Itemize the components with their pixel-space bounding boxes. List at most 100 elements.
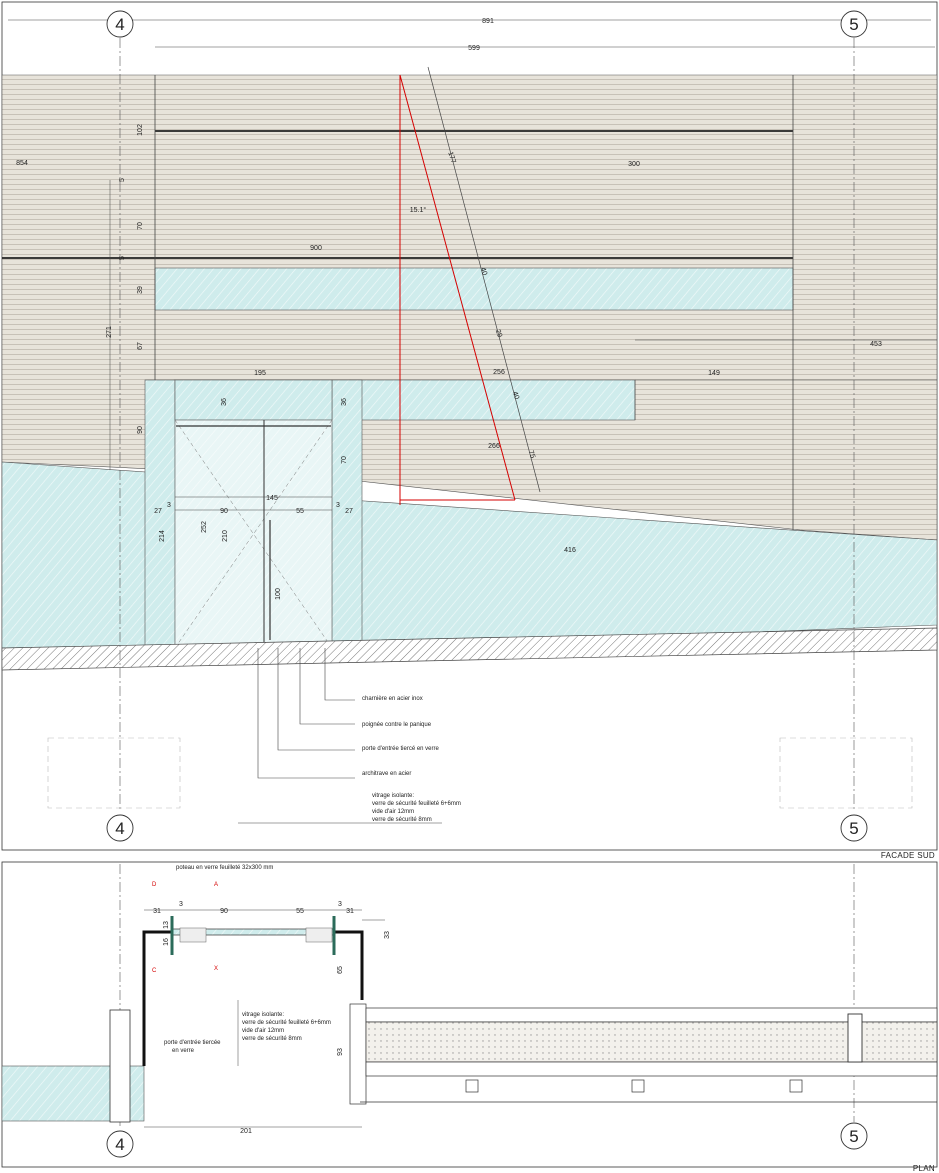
plan-door-hinge-left bbox=[179, 927, 207, 943]
slope-dimension-line bbox=[427, 66, 541, 493]
svg-text:5: 5 bbox=[849, 15, 858, 34]
plan-note-glazing-3: verre de sécurité 8mm bbox=[242, 1036, 302, 1042]
dim-door-left: 90 bbox=[220, 508, 228, 515]
axis-bubble-5-bottom: 5 bbox=[840, 814, 868, 842]
plan-mark-d: D bbox=[152, 882, 157, 888]
red-construction-diagonal bbox=[399, 74, 516, 501]
dim-v90: 90 bbox=[137, 426, 144, 434]
elevation-title: FACADE SUD bbox=[881, 851, 935, 860]
plan-note-post: poteau en verre feuilleté 32x300 mm bbox=[176, 865, 273, 871]
leader-hinge bbox=[324, 648, 355, 701]
axis-bubble-5-top: 5 bbox=[840, 10, 868, 38]
dim-side-27b: 27 bbox=[345, 508, 353, 515]
plan-column-left bbox=[109, 1009, 131, 1123]
plan-dim-31b: 31 bbox=[346, 908, 354, 915]
dim-door-right: 55 bbox=[296, 508, 304, 515]
note-handle: poignée contre le panique bbox=[362, 722, 432, 728]
plan-wall-left bbox=[142, 930, 172, 1066]
dim-v214: 214 bbox=[159, 530, 166, 542]
dim-slope-40a: 40 bbox=[479, 267, 488, 277]
axis-bubble-4-top: 4 bbox=[106, 10, 134, 38]
note-glazing-2: vide d'air 12mm bbox=[372, 809, 414, 815]
dim-slope-266: 266 bbox=[488, 443, 500, 450]
dim-v5b: 5 bbox=[119, 256, 126, 260]
glass-band-upper bbox=[154, 267, 794, 311]
plan-dim-13: 13 bbox=[163, 921, 170, 929]
angle-label: 15.1° bbox=[410, 206, 427, 214]
ground-section bbox=[1, 627, 938, 671]
entry-transom bbox=[174, 379, 333, 421]
note-glazing-1: verre de sécurité feuilleté 6+6mm bbox=[372, 801, 461, 807]
dim-door-total: 145 bbox=[266, 495, 278, 502]
note-glazing-title: vitrage isolante: bbox=[372, 793, 414, 799]
svg-text:5: 5 bbox=[849, 819, 858, 838]
dim-side-3b: 3 bbox=[336, 502, 340, 509]
leader-handle bbox=[299, 648, 355, 725]
dim-side-3a: 3 bbox=[167, 502, 171, 509]
plan-wall-inner-leaf bbox=[365, 1061, 938, 1077]
dim-slope-256: 256 bbox=[493, 369, 505, 376]
plan-mark-x: X bbox=[214, 966, 218, 972]
dim-side-27a: 27 bbox=[154, 508, 162, 515]
dim-left-height: 854 bbox=[16, 160, 28, 167]
plan-dim-3b: 3 bbox=[338, 901, 342, 908]
dim-right-top: 300 bbox=[628, 161, 640, 168]
dim-right-mid: 453 bbox=[870, 341, 882, 348]
entry-door-panel bbox=[174, 419, 333, 649]
dim-v5a: 5 bbox=[119, 178, 126, 182]
plan-joist-1 bbox=[465, 1079, 479, 1093]
plan-note-glazing-1: verre de sécurité feuilleté 6+6mm bbox=[242, 1020, 331, 1026]
plan-dim-55: 55 bbox=[296, 908, 304, 915]
dim-slope-75: 75 bbox=[527, 450, 536, 460]
plan-dim-31a: 31 bbox=[153, 908, 161, 915]
dim-slope-bottom: 416 bbox=[564, 547, 576, 554]
plan-note-door-2: en verre bbox=[172, 1048, 195, 1054]
note-hinge: charnière en acier inox bbox=[362, 696, 423, 702]
svg-text:5: 5 bbox=[849, 1127, 858, 1146]
dim-v36a: 36 bbox=[221, 398, 228, 406]
plan-dim-16: 16 bbox=[163, 938, 170, 946]
plan-steel-column bbox=[847, 1013, 863, 1063]
dim-total-width: 891 bbox=[482, 18, 494, 25]
dim-entry-span: 195 bbox=[254, 370, 266, 377]
dim-v271: 271 bbox=[106, 326, 113, 338]
plan-dim-201: 201 bbox=[240, 1128, 252, 1135]
plan-dim-93: 93 bbox=[337, 1048, 344, 1056]
plan-dim-3a: 3 bbox=[179, 901, 183, 908]
dim-slope-29: 29 bbox=[494, 329, 503, 339]
note-door: porte d'entrée tiercé en verre bbox=[362, 746, 440, 752]
dim-v210: 210 bbox=[222, 530, 229, 542]
svg-text:4: 4 bbox=[115, 819, 124, 838]
axis-bubble-4-bottom: 4 bbox=[106, 814, 134, 842]
dim-v102: 102 bbox=[137, 124, 144, 136]
dim-v70a: 70 bbox=[137, 222, 144, 230]
footing-outline-right bbox=[779, 737, 913, 809]
note-glazing-3: verre de sécurité 8mm bbox=[372, 817, 432, 823]
plan-view: 4 5 31 3 90 55 3 3 bbox=[1, 861, 938, 1173]
svg-text:4: 4 bbox=[115, 15, 124, 34]
dim-v36b: 36 bbox=[341, 398, 348, 406]
glass-band-lower bbox=[349, 379, 636, 421]
plan-note-door-1: porte d'entrée tiercée bbox=[164, 1040, 221, 1046]
dim-mid-span: 900 bbox=[310, 245, 322, 252]
dim-v100: 100 bbox=[275, 588, 282, 600]
plan-door-hinge-right bbox=[305, 927, 333, 943]
svg-text:4: 4 bbox=[115, 1135, 124, 1154]
plan-wall-right bbox=[334, 930, 364, 1000]
leader-architrave bbox=[257, 648, 355, 779]
dim-v67: 67 bbox=[137, 342, 144, 350]
plan-title: PLAN bbox=[913, 1164, 935, 1173]
dim-slope-177: 177 bbox=[446, 151, 456, 164]
leader-door bbox=[277, 648, 355, 751]
plan-axis-bubble-4: 4 bbox=[106, 1130, 134, 1158]
plan-note-glazing-title: vitrage isolante: bbox=[242, 1012, 284, 1018]
plan-dim-33: 33 bbox=[384, 931, 391, 939]
plan-wall-end bbox=[349, 1003, 367, 1105]
plan-joist-2 bbox=[631, 1079, 645, 1093]
dim-v39: 39 bbox=[137, 286, 144, 294]
footing-outline-left bbox=[47, 737, 181, 809]
entry-side-glass-left bbox=[144, 379, 176, 649]
entry-side-glass-right bbox=[331, 379, 363, 649]
plan-dim-65: 65 bbox=[337, 966, 344, 974]
